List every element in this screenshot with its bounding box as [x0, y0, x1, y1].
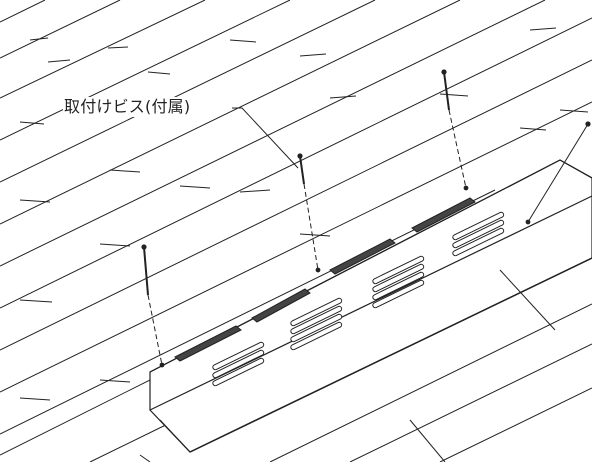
screw-icon	[141, 69, 591, 368]
vent-slot-group-2	[290, 297, 343, 351]
vent-slot-group-3	[372, 255, 425, 309]
top-dark-slots	[174, 197, 476, 362]
vent-slot-group-1	[212, 341, 265, 387]
lower-slope-lines	[139, 269, 592, 462]
screw-callout-label: 取付けビス(付属)	[63, 97, 192, 117]
shingle-joints	[19, 27, 589, 401]
vent-slot-group-4	[452, 211, 505, 257]
callout-leader	[232, 107, 299, 169]
